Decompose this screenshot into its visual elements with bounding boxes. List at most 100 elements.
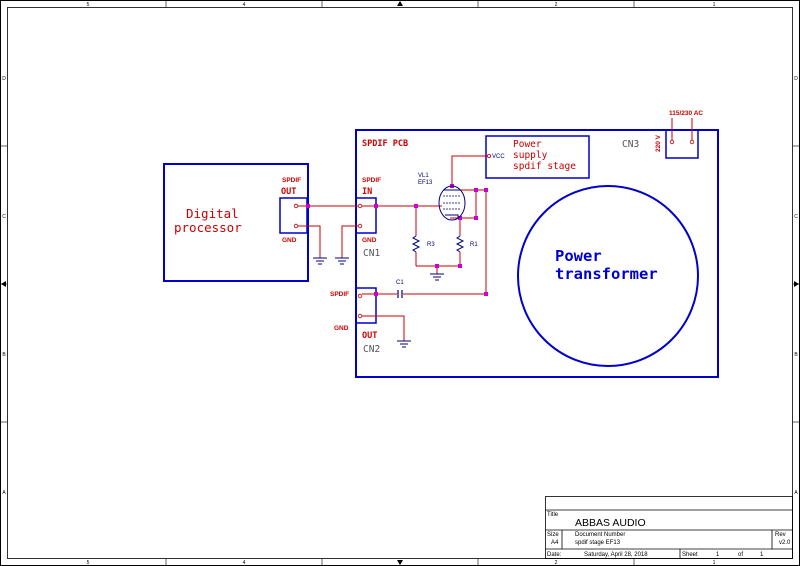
dp-gnd-label: GND bbox=[282, 237, 297, 244]
cn1-spdif-label: SPDIF bbox=[362, 177, 381, 184]
tb-sheet: 1 bbox=[716, 552, 720, 558]
cn1-name: CN1 bbox=[363, 248, 380, 259]
col-label-bottom: 5 bbox=[87, 560, 90, 566]
cn1-pin-2 bbox=[357, 223, 363, 229]
junction-dot bbox=[484, 292, 488, 296]
junction-dot bbox=[458, 264, 462, 268]
power-supply-label-line2: supply bbox=[513, 150, 548, 161]
r3-label: R3 bbox=[427, 242, 435, 248]
junction-dot bbox=[306, 204, 310, 208]
col-label-bottom: 3 bbox=[399, 560, 402, 566]
junction-dot bbox=[374, 204, 378, 208]
tb-rev-label: Rev bbox=[775, 532, 786, 538]
col-label-top: 1 bbox=[713, 2, 716, 8]
power-supply-label-line3: spdif stage bbox=[513, 161, 576, 172]
junction-dot bbox=[414, 204, 418, 208]
ground-symbols bbox=[313, 257, 444, 348]
tb-of-label: of bbox=[738, 552, 743, 558]
resistor-r3-icon bbox=[411, 235, 421, 253]
digital-processor-block: Digital processor SPDIF OUT GND bbox=[163, 163, 309, 282]
power-transformer bbox=[517, 185, 699, 367]
cn1-gnd-label: GND bbox=[362, 237, 377, 244]
cn1-pin-1 bbox=[357, 203, 363, 209]
cn2-connector bbox=[355, 287, 377, 324]
row-label-right: D bbox=[794, 76, 798, 82]
cn3-pin-1 bbox=[669, 139, 675, 145]
dp-pin-2 bbox=[293, 223, 299, 229]
cn3-connector bbox=[665, 129, 699, 159]
cn3-name: CN3 bbox=[622, 139, 639, 150]
junction-dot bbox=[458, 216, 462, 220]
cn2-gnd-label: GND bbox=[334, 325, 349, 332]
cn3-voltage-label: 220 V bbox=[655, 134, 662, 152]
col-label-bottom: 2 bbox=[555, 560, 558, 566]
cn2-spdif-label: SPDIF bbox=[330, 291, 349, 298]
dp-connector bbox=[279, 197, 308, 234]
junction-dot bbox=[474, 188, 478, 192]
wire-dp-gnd bbox=[298, 225, 321, 258]
cn2-pin-1 bbox=[357, 293, 363, 299]
tb-docnum: spdif stage EF13 bbox=[575, 540, 621, 546]
col-label-bottom: 1 bbox=[713, 560, 716, 566]
vacuum-tube-icon bbox=[438, 185, 466, 221]
transformer-label-line2: transformer bbox=[555, 265, 658, 283]
cn3-ac-label: 115/230 AC bbox=[669, 110, 703, 117]
r1-label: R1 bbox=[470, 242, 478, 248]
power-supply-label-line1: Power bbox=[513, 139, 542, 150]
cn3-pin-2 bbox=[689, 139, 695, 145]
tb-size: A4 bbox=[551, 540, 559, 546]
dp-out-label: OUT bbox=[281, 187, 296, 197]
col-label-bottom: 4 bbox=[243, 560, 246, 566]
title-block bbox=[545, 496, 793, 559]
digital-processor-label-line1: Digital bbox=[186, 206, 239, 221]
tube-ref: VL1 bbox=[418, 173, 429, 179]
junction-dot bbox=[474, 216, 478, 220]
cn1-in-label: IN bbox=[362, 187, 372, 197]
junction-dot bbox=[374, 292, 378, 296]
power-supply-box bbox=[485, 135, 590, 179]
row-label-right: B bbox=[794, 352, 798, 358]
row-label-left: C bbox=[2, 214, 6, 220]
tb-size-label: Size bbox=[547, 532, 559, 538]
digital-processor-label-line2: processor bbox=[174, 220, 242, 235]
row-label-right: A bbox=[794, 490, 798, 496]
cn1-connector bbox=[355, 197, 377, 234]
wire-cn2-gnd bbox=[362, 315, 405, 341]
ground-icon bbox=[397, 340, 411, 348]
pcb-title: SPDIF PCB bbox=[362, 139, 408, 149]
tube-type: EF13 bbox=[418, 180, 433, 186]
tb-title: ABBAS AUDIO bbox=[575, 517, 646, 529]
digital-processor-box bbox=[163, 163, 309, 282]
pcb-outline bbox=[355, 129, 719, 378]
tb-sheet-label: Sheet bbox=[682, 552, 698, 558]
components: VL1 EF13 R3 R1 C1 bbox=[396, 173, 478, 298]
tb-of: 1 bbox=[760, 552, 764, 558]
cn2-pin-2 bbox=[357, 313, 363, 319]
wire-vcc bbox=[451, 155, 487, 186]
row-label-left: A bbox=[2, 490, 6, 496]
ground-icon bbox=[313, 257, 327, 265]
col-label-top: 2 bbox=[555, 2, 558, 8]
cn2-out-label: OUT bbox=[362, 331, 377, 341]
dp-pin-1 bbox=[293, 203, 299, 209]
ground-icon bbox=[335, 257, 349, 265]
junction-dot bbox=[484, 188, 488, 192]
tb-docnum-label: Document Number bbox=[575, 532, 625, 538]
cn2-name: CN2 bbox=[363, 344, 380, 355]
spdif-pcb-block: SPDIF PCB SPDIF IN GND CN1 SPDIF GND OUT… bbox=[330, 110, 719, 378]
tb-date: Saturday, April 28, 2018 bbox=[584, 552, 648, 558]
vcc-pin bbox=[486, 153, 491, 158]
col-label-top: 3 bbox=[399, 2, 402, 8]
junction-dot bbox=[435, 264, 439, 268]
digital-processor-label: Digital bbox=[186, 206, 239, 221]
row-label-left: D bbox=[2, 76, 6, 82]
capacitor-c1-icon bbox=[397, 290, 403, 298]
row-label-left: B bbox=[2, 352, 6, 358]
c1-label: C1 bbox=[396, 280, 404, 286]
dp-spdif-label: SPDIF bbox=[282, 177, 301, 184]
vcc-label: VCC bbox=[492, 154, 505, 160]
tb-date-label: Date: bbox=[547, 552, 562, 558]
tb-rev: v2.0 bbox=[779, 540, 791, 546]
